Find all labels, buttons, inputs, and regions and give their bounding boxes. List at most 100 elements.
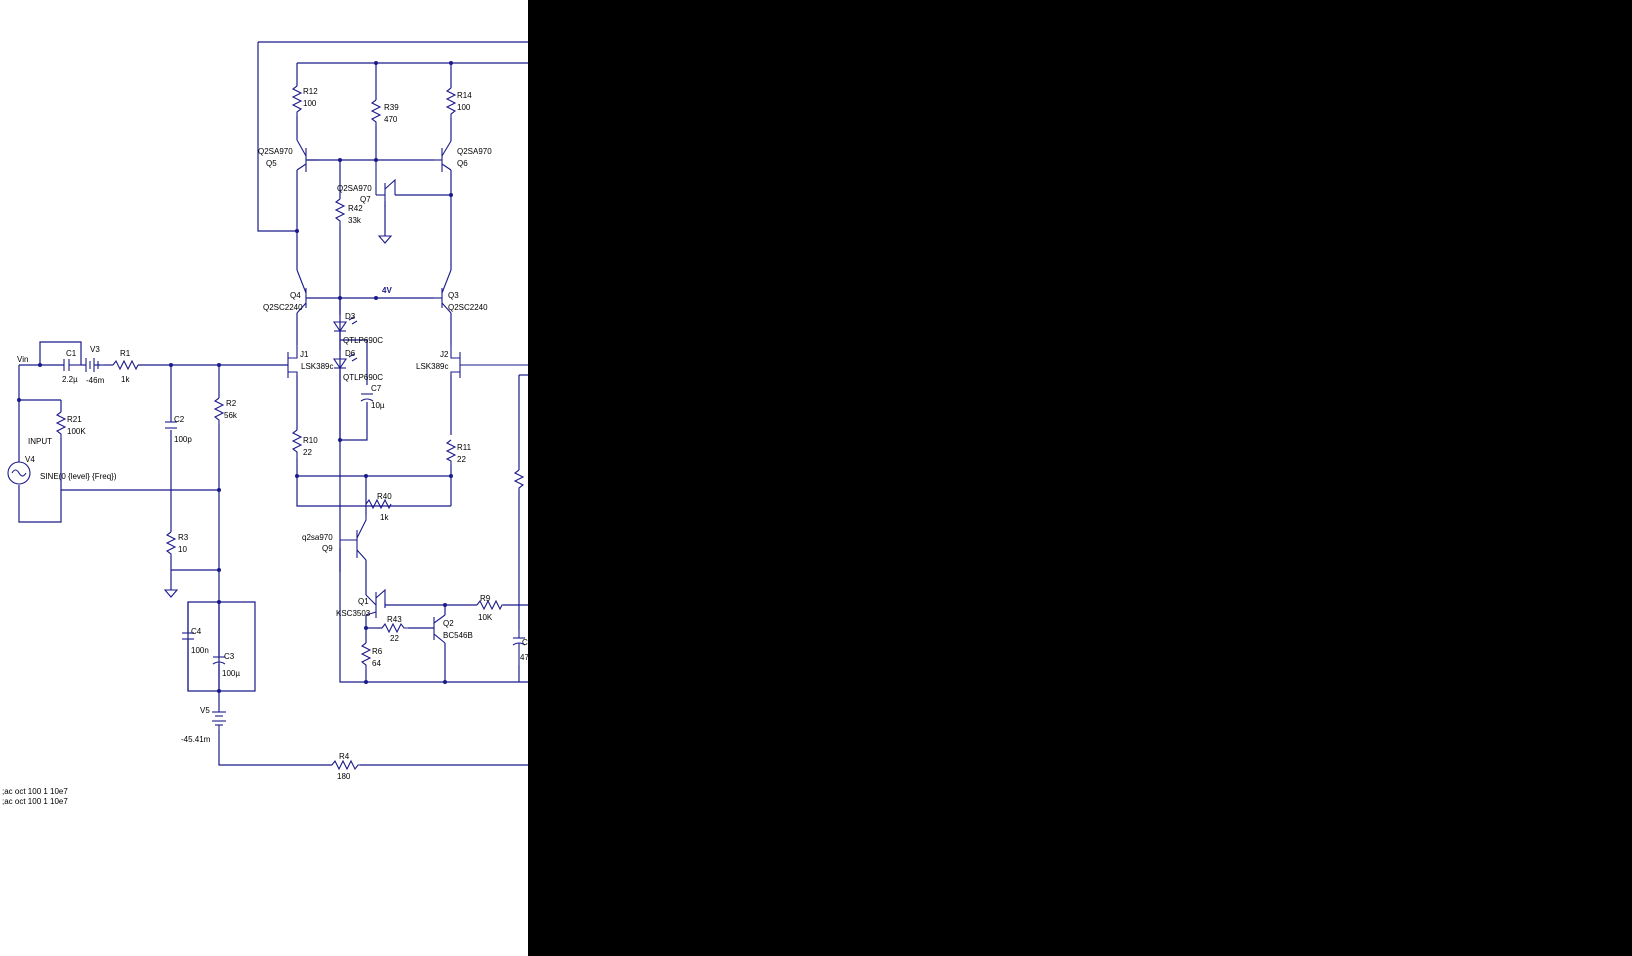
label-q4-type: Q2SC2240 — [263, 303, 303, 312]
label-v3: V3 — [90, 345, 100, 354]
label-r9: R9 — [480, 594, 491, 603]
label-r14-value: 100 — [457, 103, 471, 112]
battery-v5 — [212, 710, 226, 730]
label-r6-value: 64 — [372, 659, 381, 668]
capacitor-c7 — [360, 393, 374, 402]
label-r1-value: 1k — [121, 375, 130, 384]
label-r6: R6 — [372, 647, 383, 656]
resistor-r4 — [331, 759, 360, 771]
resistor-r6 — [360, 642, 372, 670]
label-d6: D6 — [345, 349, 356, 358]
label-c7: C7 — [371, 384, 382, 393]
label-v4-value: SINE(0 {level} {Freq}) — [40, 472, 117, 481]
label-r4-value: 180 — [337, 772, 351, 781]
label-r12-value: 100 — [303, 99, 317, 108]
label-r2: R2 — [226, 399, 237, 408]
capacitor-c4 — [182, 632, 194, 640]
label-r14: R14 — [457, 91, 472, 100]
label-r10-value: 22 — [303, 448, 312, 457]
label-c3: C3 — [224, 652, 235, 661]
resistor-r10 — [291, 429, 303, 458]
label-r43: R43 — [387, 615, 402, 624]
label-q7: Q7 — [360, 195, 371, 204]
jfet-j1 — [287, 345, 298, 378]
label-q5-type: Q2SA970 — [258, 147, 293, 156]
capacitor-c3 — [212, 656, 226, 665]
label-v4: V4 — [25, 455, 35, 464]
label-c4: C4 — [191, 627, 202, 636]
label-r3: R3 — [178, 533, 189, 542]
label-r11-value: 22 — [457, 455, 466, 464]
label-r39: R39 — [384, 103, 399, 112]
label-c-partial: C — [522, 638, 528, 647]
capacitor-partial-right — [512, 630, 526, 665]
transistor-q6 — [434, 140, 452, 172]
resistor-r43 — [381, 622, 408, 634]
label-j2: J2 — [440, 350, 449, 359]
label-d3-type: QTLP690C — [343, 336, 383, 345]
resistor-r14 — [445, 87, 457, 118]
label-q7-type: Q2SA970 — [337, 184, 372, 193]
ground-symbol-q7 — [377, 235, 393, 244]
label-q9-type: q2sa970 — [302, 533, 333, 542]
label-r40-value: 1k — [380, 513, 389, 522]
junction-dots — [17, 61, 453, 693]
capacitor-c2 — [165, 421, 177, 429]
resistor-r12 — [291, 85, 303, 116]
label-q6-type: Q2SA970 — [457, 147, 492, 156]
resistors — [55, 85, 525, 771]
transistor-q2 — [433, 614, 446, 644]
label-r10: R10 — [303, 436, 318, 445]
transistor-q9 — [340, 515, 367, 561]
label-r40: R40 — [377, 492, 392, 501]
ground-symbol-r3 — [163, 589, 179, 598]
transistor-q7 — [375, 160, 396, 207]
label-c4-value: 100n — [191, 646, 209, 655]
label-v3-value: -46m — [86, 376, 105, 385]
label-q2-type: BC546B — [443, 631, 473, 640]
spice-directive-2: ;ac oct 100 1 10e7 — [2, 797, 68, 806]
label-j1: J1 — [300, 350, 309, 359]
wires — [18, 41, 528, 766]
capacitor-c1 — [63, 359, 81, 371]
label-q2: Q2 — [443, 619, 454, 628]
label-r4: R4 — [339, 752, 350, 761]
transistor-q4 — [296, 269, 307, 314]
transistor-q3 — [434, 269, 452, 314]
label-c-partial-value: 47 — [520, 653, 529, 662]
label-c1-value: 2.2µ — [62, 375, 78, 384]
net-label-4v: 4V — [382, 286, 392, 295]
label-r1: R1 — [120, 349, 131, 358]
resistor-r21 — [55, 411, 67, 438]
spice-directive-1: ;ac oct 100 1 10e7 — [2, 787, 68, 796]
label-c3-value: 100µ — [222, 669, 240, 678]
label-r43-value: 22 — [390, 634, 399, 643]
label-q1: Q1 — [358, 597, 369, 606]
transistor-q1 — [365, 588, 386, 618]
net-label-vin: Vin — [17, 355, 28, 364]
label-q9: Q9 — [322, 544, 333, 553]
resistor-r9 — [476, 599, 503, 611]
capacitors — [63, 359, 526, 665]
grounds — [163, 235, 393, 598]
label-q1-type: KSC3503 — [336, 609, 371, 618]
transistor-q5 — [296, 139, 318, 172]
label-q3-type: Q2SC2240 — [448, 303, 488, 312]
label-r21-value: 100K — [67, 427, 86, 436]
label-r9-value: 10K — [478, 613, 493, 622]
label-v5: V5 — [200, 706, 210, 715]
label-j1-type: LSK389c — [301, 362, 333, 371]
label-c7-value: 10µ — [371, 401, 385, 410]
label-r11: R11 — [457, 443, 472, 452]
sources — [7, 358, 226, 730]
label-q5: Q5 — [266, 159, 277, 168]
label-r3-value: 10 — [178, 545, 187, 554]
resistor-r39 — [370, 99, 382, 126]
label-q6: Q6 — [457, 159, 468, 168]
label-r42-value: 33k — [348, 216, 362, 225]
battery-v3 — [85, 358, 104, 372]
resistor-r1 — [112, 359, 139, 371]
transistors — [287, 139, 528, 644]
led-d3 — [332, 316, 358, 332]
